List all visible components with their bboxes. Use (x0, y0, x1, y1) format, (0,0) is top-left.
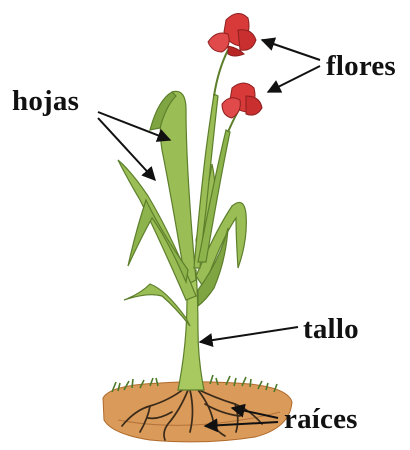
label-roots: raíces (284, 405, 358, 434)
arrow-flores-lower (268, 66, 320, 92)
soil (103, 382, 292, 442)
label-leaves: hojas (12, 87, 79, 116)
label-flowers: flores (326, 52, 396, 81)
flower-lower (222, 83, 262, 118)
label-stem: tallo (303, 315, 359, 344)
arrow-flores-top (262, 40, 320, 60)
flower-top (208, 13, 256, 56)
arrow-tallo (200, 327, 298, 342)
